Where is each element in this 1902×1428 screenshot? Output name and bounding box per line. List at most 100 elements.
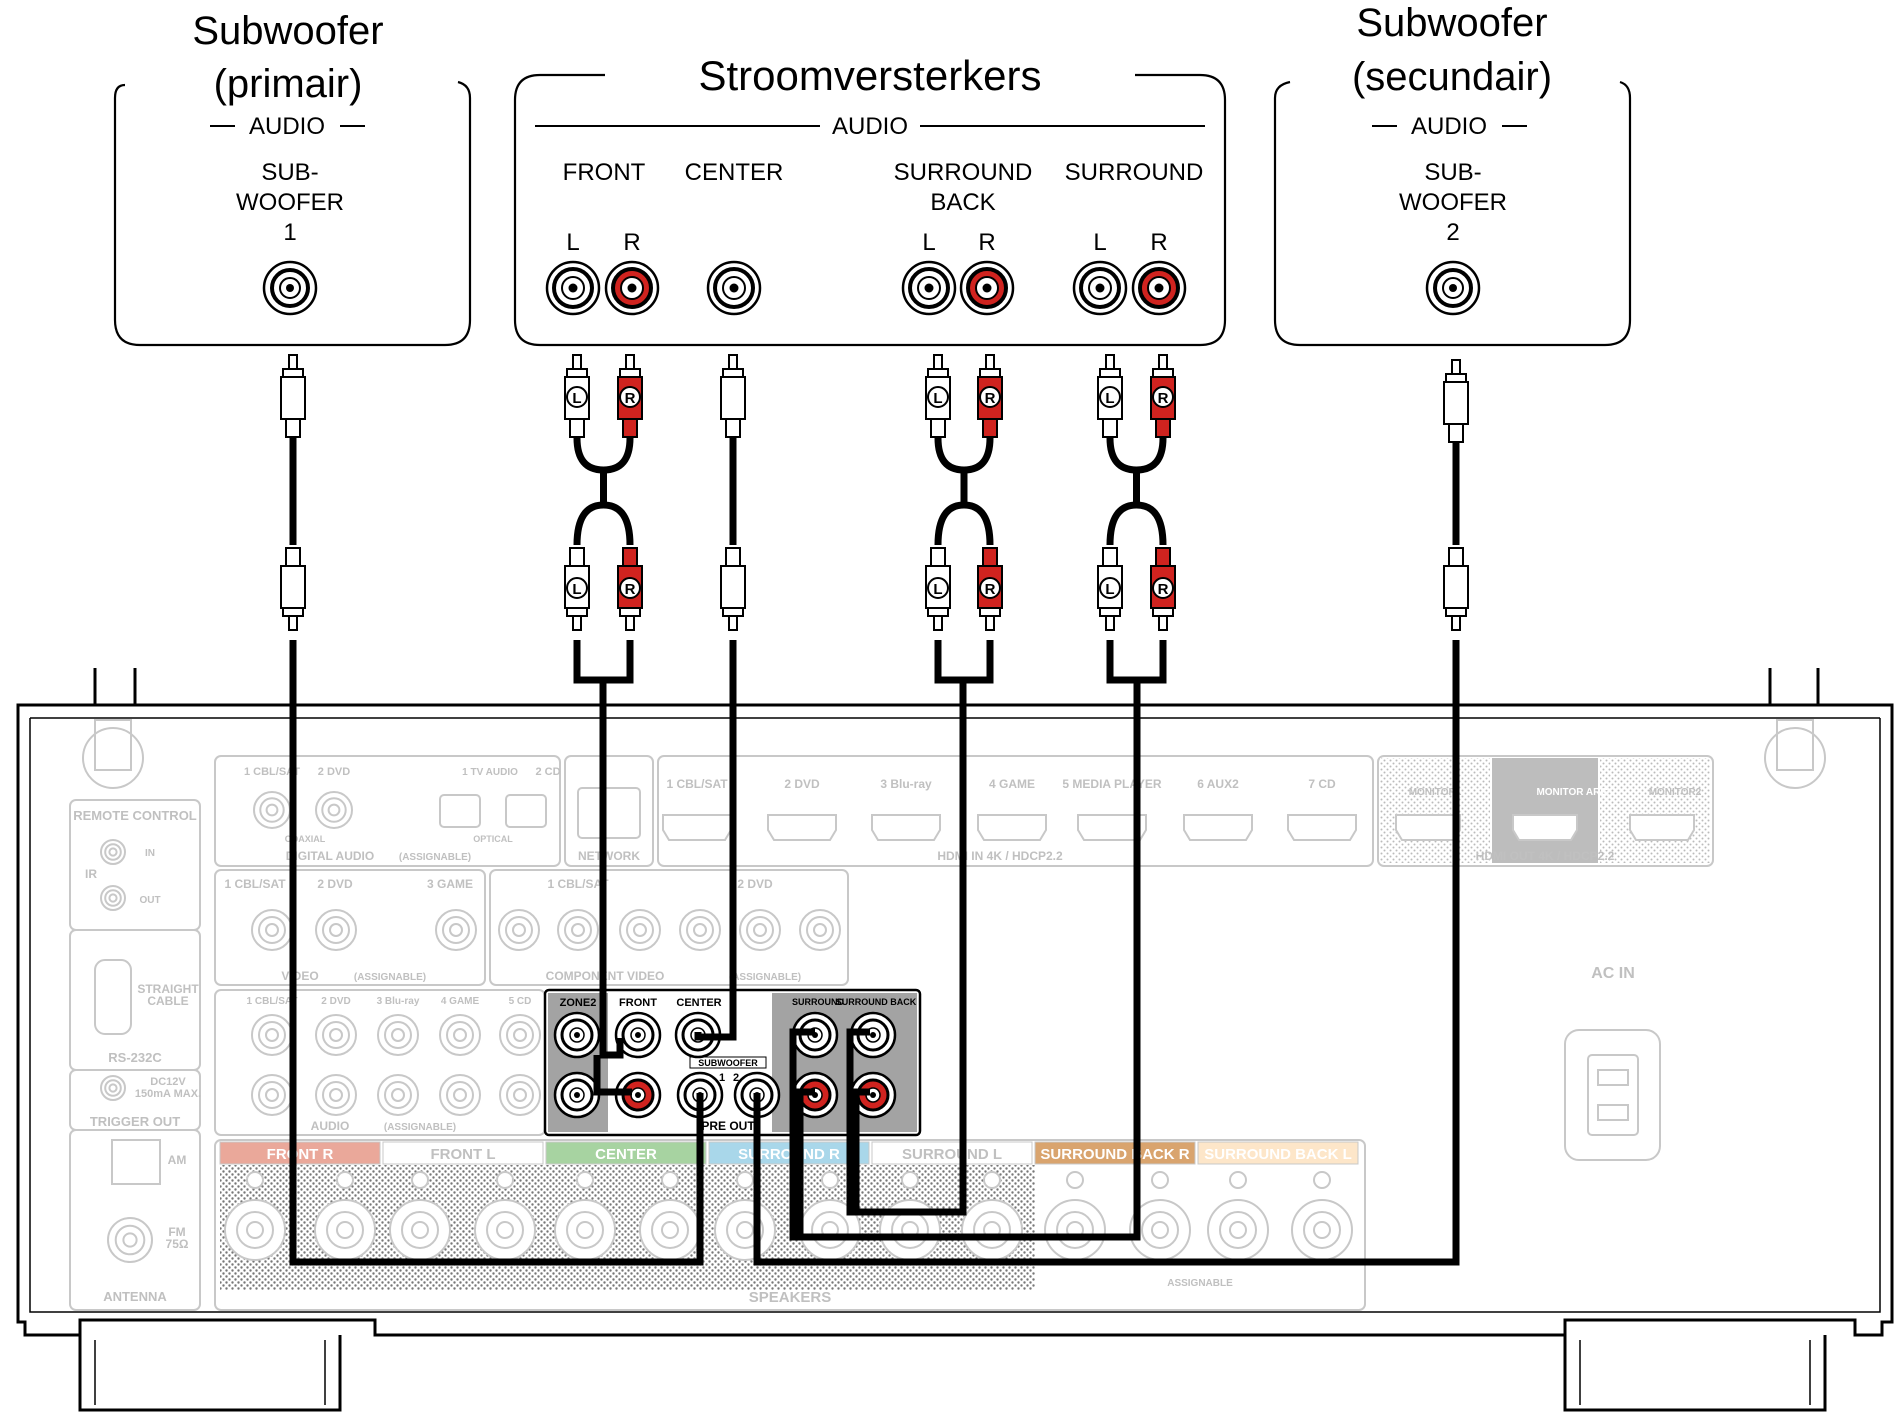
svg-text:R: R bbox=[1158, 390, 1169, 407]
speaker-header-label-1: FRONT R bbox=[267, 1146, 334, 1163]
ir-out-jack bbox=[100, 885, 126, 911]
speaker-terminal-1 bbox=[224, 1171, 286, 1261]
analog-audio-label: AUDIO bbox=[311, 1119, 350, 1133]
subwoofer-primary-audio-label: AUDIO bbox=[249, 113, 325, 140]
component-assignable: (ASSIGNABLE) bbox=[729, 972, 801, 983]
svg-text:R: R bbox=[985, 581, 996, 598]
speaker-header-3 bbox=[545, 1141, 707, 1165]
straight-cable-label-1: STRAIGHT bbox=[137, 982, 199, 996]
pre-out-surround-back: SURROUND BACK bbox=[836, 997, 917, 1007]
ir-label: IR bbox=[85, 867, 97, 881]
speaker-terminal-5 bbox=[554, 1171, 616, 1261]
analog-r-jack-1 bbox=[251, 1074, 293, 1116]
video-assignable: (ASSIGNABLE) bbox=[354, 972, 426, 983]
coax-jack-2 bbox=[315, 791, 353, 829]
digital-input-label-2: 2 DVD bbox=[318, 766, 350, 778]
speaker-header-7 bbox=[1197, 1141, 1359, 1165]
cable-segments bbox=[289, 437, 1460, 546]
power-amplifiers-title: Stroomversterkers bbox=[698, 52, 1041, 99]
video-input-label-3: 3 GAME bbox=[427, 877, 473, 891]
pre-out-subwoofer: SUBWOOFER bbox=[698, 1058, 758, 1068]
amps-surround-back-label-2: BACK bbox=[930, 189, 995, 216]
front-r-jack bbox=[604, 260, 660, 316]
subwoofer-primary-jack-label-2: WOOFER bbox=[236, 189, 344, 216]
center-jack bbox=[706, 260, 762, 316]
surround-back-l-jack bbox=[901, 260, 957, 316]
amps-surround-back-label-1: SURROUND bbox=[894, 159, 1033, 186]
digital-audio-label: DIGITAL AUDIO bbox=[286, 849, 374, 863]
pre-out-sw1: 1 bbox=[719, 1072, 725, 1084]
amps-front-l: L bbox=[566, 229, 579, 256]
analog-input-label-5: 5 CD bbox=[509, 996, 532, 1007]
hdmi-in-label: HDMI IN 4K / HDCP2.2 bbox=[937, 849, 1063, 863]
speaker-header-4 bbox=[708, 1141, 870, 1165]
hdmi-in-port-1 bbox=[662, 814, 732, 841]
hdmi-in-port-7 bbox=[1287, 814, 1357, 841]
speaker-terminal-4 bbox=[474, 1171, 536, 1261]
amps-sb-l: L bbox=[922, 229, 935, 256]
svg-text:R: R bbox=[985, 390, 996, 407]
preout-front-l-jack bbox=[614, 1011, 662, 1059]
antenna-label: ANTENNA bbox=[103, 1289, 167, 1304]
svg-text:R: R bbox=[1158, 581, 1169, 598]
subwoofer-primary-jack bbox=[262, 260, 318, 316]
subwoofer-secondary-jack-label-1: SUB- bbox=[1424, 159, 1481, 186]
sub2-bottom-plug bbox=[1443, 547, 1469, 631]
component-input-label-2: 2 DVD bbox=[737, 877, 773, 891]
pre-out-center: CENTER bbox=[676, 997, 721, 1009]
speaker-header-5 bbox=[871, 1141, 1033, 1165]
rs232c-label: RS-232C bbox=[108, 1050, 162, 1065]
speaker-header-label-4: SURROUND R bbox=[738, 1146, 840, 1163]
speaker-header-label-7: SURROUND BACK L bbox=[1204, 1146, 1352, 1163]
analog-assignable: (ASSIGNABLE) bbox=[384, 1122, 456, 1133]
svg-text:L: L bbox=[1105, 581, 1114, 598]
subwoofer-secondary-jack-label-3: 2 bbox=[1446, 219, 1459, 246]
amps-surround-label: SURROUND bbox=[1065, 159, 1204, 186]
ir-out-label: OUT bbox=[139, 895, 160, 906]
assignable-small-label: ASSIGNABLE bbox=[1167, 1278, 1233, 1289]
subwoofer-secondary-jack bbox=[1425, 260, 1481, 316]
monitor2-label: MONITOR2 bbox=[1649, 787, 1702, 798]
optical-jack-2 bbox=[505, 794, 547, 828]
speaker-header-6 bbox=[1034, 1141, 1196, 1165]
video-jack-1 bbox=[251, 909, 293, 951]
component-input-label-1: 1 CBL/SAT bbox=[547, 877, 609, 891]
analog-l-jack-2 bbox=[315, 1014, 357, 1056]
speaker-header-1 bbox=[219, 1141, 381, 1165]
video-input-label-1: 1 CBL/SAT bbox=[224, 877, 286, 891]
analog-r-jack-4 bbox=[439, 1074, 481, 1116]
amps-front-r: R bbox=[623, 229, 640, 256]
surround-r-bottom-plug: R bbox=[1150, 547, 1176, 631]
hdmi-input-label-4: 4 GAME bbox=[989, 777, 1035, 791]
component-jack-2 bbox=[557, 909, 599, 951]
digital-input-label-1: 1 CBL/SAT bbox=[244, 766, 300, 778]
analog-input-label-4: 4 GAME bbox=[441, 996, 480, 1007]
surround-back-r-jack bbox=[959, 260, 1015, 316]
preout-sb-r-jack bbox=[849, 1071, 897, 1119]
hdmi-in-port-6 bbox=[1183, 814, 1253, 841]
amps-surround-l: L bbox=[1093, 229, 1106, 256]
subwoofer-secondary-jack-label-2: WOOFER bbox=[1399, 189, 1507, 216]
monitor1-label: MONITOR1 bbox=[1409, 787, 1462, 798]
sb-r-bottom-plug: R bbox=[977, 547, 1003, 631]
speaker-terminal-13 bbox=[1207, 1171, 1269, 1261]
hdmi-out-label: HDMI OUT 4K / HDCP2.2 bbox=[1476, 849, 1615, 863]
sub2-top-plug bbox=[1443, 359, 1469, 443]
subwoofer-primary-title-2: (primair) bbox=[214, 62, 363, 106]
speaker-terminal-14 bbox=[1291, 1171, 1353, 1261]
am-label: AM bbox=[168, 1153, 187, 1167]
subwoofer-primary-title-1: Subwoofer bbox=[192, 9, 383, 53]
svg-text:R: R bbox=[625, 390, 636, 407]
pre-out-front: FRONT bbox=[619, 997, 657, 1009]
surround-r-jack bbox=[1131, 260, 1187, 316]
analog-input-label-3: 3 Blu-ray bbox=[377, 996, 420, 1007]
receiver-rear-panel: REMOTE CONTROL IR IN OUT STRAIGHT CABLE … bbox=[16, 668, 1894, 1412]
speaker-header-2 bbox=[382, 1141, 544, 1165]
video-jack-2 bbox=[315, 909, 357, 951]
pre-out-label: PRE OUT bbox=[701, 1119, 755, 1133]
amps-surround-r: R bbox=[1150, 229, 1167, 256]
speaker-header-label-3: CENTER bbox=[595, 1146, 657, 1163]
analog-r-jack-3 bbox=[377, 1074, 419, 1116]
hdmi-input-label-7: 7 CD bbox=[1308, 777, 1336, 791]
